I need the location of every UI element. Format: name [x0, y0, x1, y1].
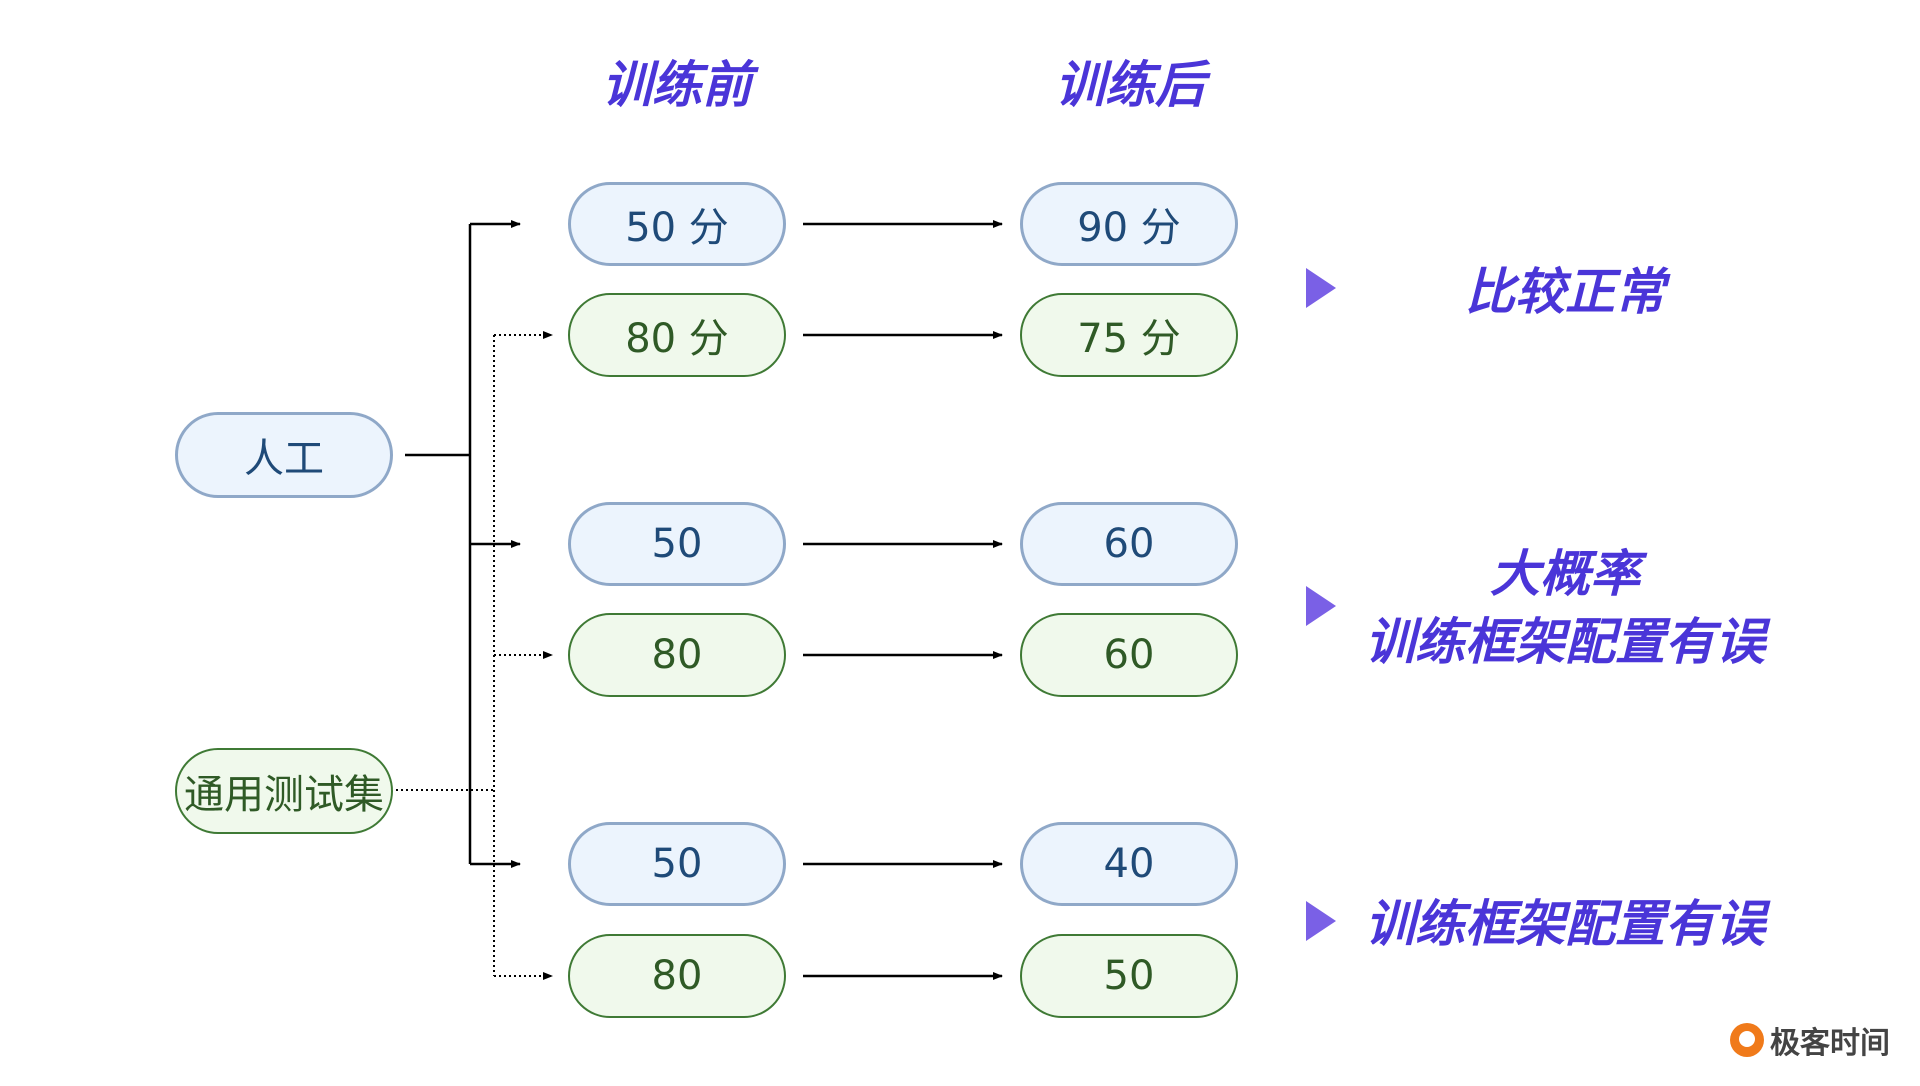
- g2-manual-before: 50: [568, 502, 786, 586]
- heading-before: 训练前: [602, 56, 752, 114]
- source-manual: 人工: [175, 412, 393, 498]
- conclusion-2-line-1: 大概率: [1490, 545, 1640, 603]
- g3-manual-before: 50: [568, 822, 786, 906]
- g1-general-after: 75 分: [1020, 293, 1238, 377]
- brand-logo-icon: [1730, 1023, 1764, 1057]
- g2-general-after: 60: [1020, 613, 1238, 697]
- g3-general-before: 80: [568, 934, 786, 1018]
- g1-general-before: 80 分: [568, 293, 786, 377]
- conclusion-3: 训练框架配置有误: [1305, 890, 1825, 958]
- g2-manual-after: 60: [1020, 502, 1238, 586]
- g1-manual-before: 50 分: [568, 182, 786, 266]
- heading-after: 训练后: [1055, 56, 1205, 114]
- conclusion-marker-3: [1306, 901, 1336, 941]
- conclusion-3-line-1: 训练框架配置有误: [1365, 895, 1765, 953]
- brand-name: 极客时间: [1770, 1026, 1890, 1061]
- g1-manual-after: 90 分: [1020, 182, 1238, 266]
- g3-general-after: 50: [1020, 934, 1238, 1018]
- conclusion-marker-2: [1306, 586, 1336, 626]
- g3-manual-after: 40: [1020, 822, 1238, 906]
- brand-logo: 极客时间: [1730, 1018, 1890, 1062]
- source-general-test: 通用测试集: [175, 748, 393, 834]
- conclusion-marker-1: [1306, 268, 1336, 308]
- g2-general-before: 80: [568, 613, 786, 697]
- conclusion-1-line-1: 比较正常: [1465, 263, 1665, 321]
- conclusion-2-line-2: 训练框架配置有误: [1365, 613, 1765, 671]
- conclusion-2: 大概率 训练框架配置有误: [1305, 540, 1825, 676]
- conclusion-1: 比较正常: [1305, 258, 1825, 326]
